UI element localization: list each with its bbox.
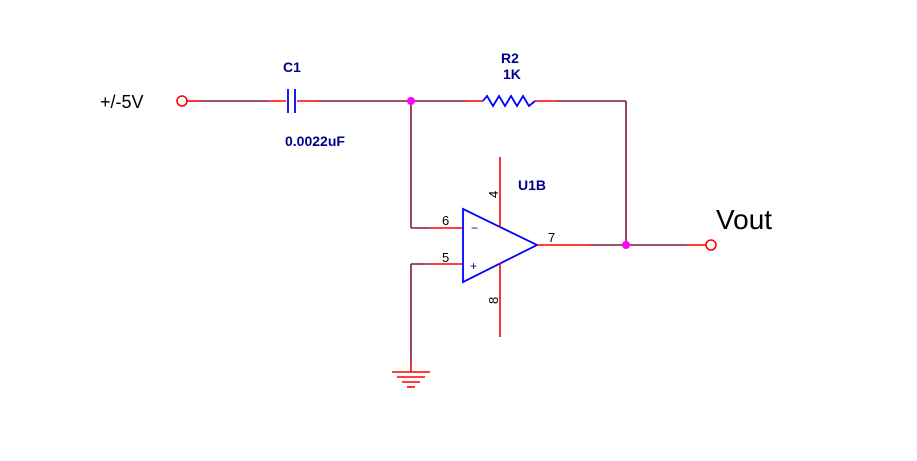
opamp-noninv-symbol: + xyxy=(470,259,477,273)
c1-value-label: 0.0022uF xyxy=(285,133,345,149)
pin-6-label: 6 xyxy=(442,213,449,228)
pin-5-label: 5 xyxy=(442,250,449,265)
junction-node-a xyxy=(407,97,415,105)
opamp-ref-label: U1B xyxy=(518,177,546,193)
output-port[interactable] xyxy=(705,239,717,251)
ground-symbol[interactable] xyxy=(392,371,430,388)
r2-value-label: 1K xyxy=(503,66,521,82)
output-label: Vout xyxy=(716,204,772,235)
resistor-r2[interactable] xyxy=(482,94,536,108)
opamp-inv-symbol: − xyxy=(471,221,478,235)
c1-ref-label: C1 xyxy=(283,59,301,75)
junction-output-node xyxy=(622,241,630,249)
pin-7-label: 7 xyxy=(548,230,555,245)
pin-4-label: 4 xyxy=(486,191,501,198)
capacitor-c1[interactable] xyxy=(287,89,296,113)
input-label: +/-5V xyxy=(100,92,144,112)
input-port[interactable] xyxy=(176,95,188,107)
pin-8-label: 8 xyxy=(486,297,501,304)
r2-ref-label: R2 xyxy=(501,50,519,66)
